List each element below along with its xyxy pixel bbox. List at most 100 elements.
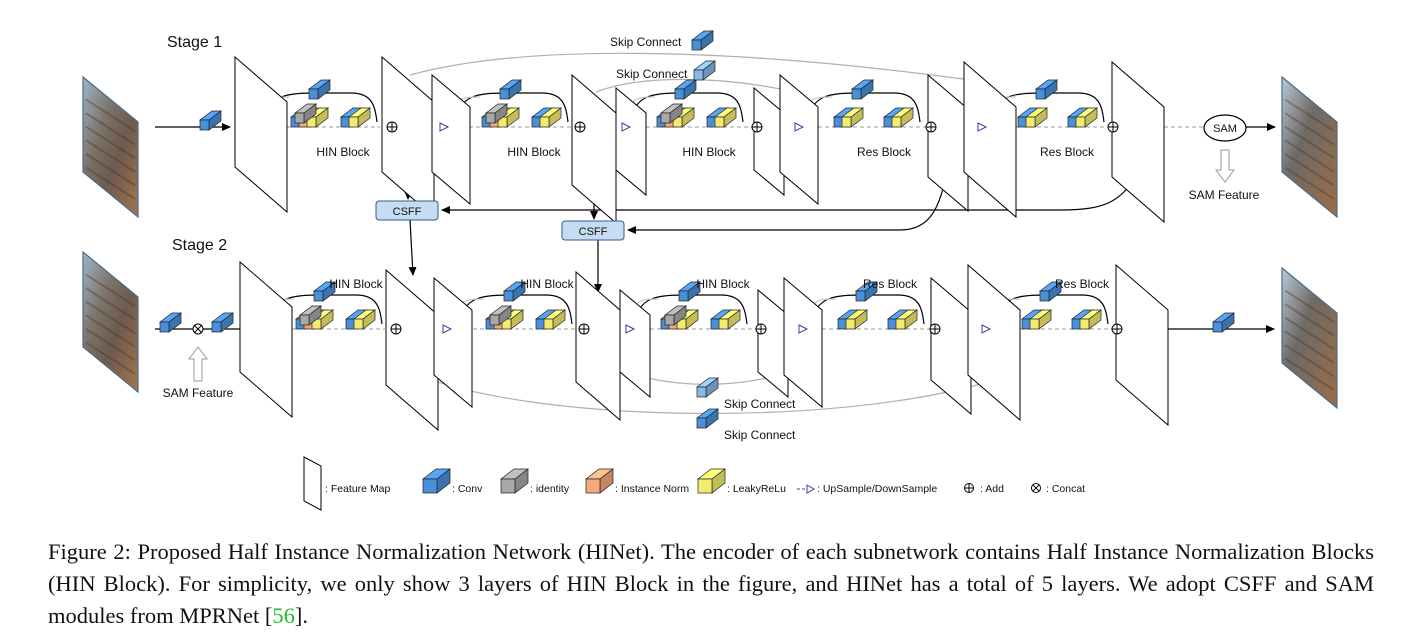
stage1-add-2 [574, 121, 586, 133]
stage2-add-3 [755, 323, 767, 335]
stage1-skip-conv-2 [692, 60, 717, 81]
stage1-res-block-2-conv-top [1034, 79, 1059, 100]
stage2-hin-block-1-relu2 [352, 309, 377, 330]
stage1-hin-block-3-conv-top [673, 79, 698, 100]
stage2-map-3 [433, 276, 473, 409]
stage2-res-block-1-conv-top [854, 281, 879, 302]
stage1-add-5 [1107, 121, 1119, 133]
stage1-hin-block-1 [289, 79, 372, 128]
stage2-head-conv-2 [210, 312, 235, 333]
stage2-res-block-2-conv-top [1038, 281, 1063, 302]
caption-text: Figure 2: Proposed Half Instance Normali… [48, 539, 1374, 628]
stage2-map-5 [619, 288, 651, 399]
stage2-add-5 [1111, 323, 1123, 335]
sam-module: SAM [1203, 114, 1247, 142]
stage2-res-block-1 [836, 281, 919, 330]
legend: : Feature Map : Conv : identity : Instan… [303, 456, 1085, 511]
stage1-hin-block-2-conv-top [498, 79, 523, 100]
stage2-hin-block-1-identity [298, 305, 323, 326]
stage2-input-image [82, 250, 139, 394]
stage1-add-3 [751, 121, 763, 133]
legend-updown-label: : UpSample/DownSample [817, 483, 937, 495]
stage2-head-conv-1 [158, 312, 183, 333]
stage1-skip-curve-1 [409, 52, 986, 85]
stage1-input-image [82, 75, 139, 219]
stage2-block-label-3: HIN Block [696, 277, 750, 291]
stage1-updown-3 [977, 122, 988, 132]
legend-updown: : UpSample/DownSample [797, 483, 937, 495]
stage1-map-8 [927, 73, 969, 213]
stage1-hin-block-2-identity [484, 103, 509, 124]
feature-maps [82, 55, 1338, 432]
stage1-block-label-3: HIN Block [682, 145, 736, 159]
stage2-map-10 [1115, 263, 1169, 427]
stage2-block-label-2: HIN Block [520, 277, 574, 291]
stage1-head-conv [198, 110, 223, 131]
stage1-add-4 [925, 121, 937, 133]
stage2-hin-block-2-identity [488, 305, 513, 326]
stage2-res-block-1-relu1 [844, 309, 869, 330]
stage1-hin-block-3-relu2 [713, 107, 738, 128]
skip-connect-label-bottom-1: Skip Connect [724, 397, 796, 411]
stage1-updown-2 [794, 122, 805, 132]
stage2-hin-block-3-identity [663, 305, 688, 326]
operator-symbols [188, 121, 1235, 382]
stage1-updown-1 [621, 122, 632, 132]
stage1-hin-block-2-relu2 [538, 107, 563, 128]
stage2-hin-block-2-conv-top [502, 281, 527, 302]
legend-conv-label: : Conv [452, 483, 483, 495]
csff-label-2: CSFF [579, 226, 608, 238]
stage2-skip-conv-1 [695, 377, 720, 398]
stage2-updown-3 [981, 324, 992, 334]
stage2-add-2 [578, 323, 590, 335]
legend-instance-norm-label: : Instance Norm [615, 483, 689, 495]
csff-box-1: CSFF [375, 200, 439, 221]
caption-reference[interactable]: 56 [272, 603, 295, 628]
stage1-map-6 [753, 86, 785, 197]
skip-connect-label-bottom-2: Skip Connect [724, 428, 796, 442]
legend-identity-label: : identity [530, 483, 570, 495]
stage1-res-block-2-relu2 [1074, 107, 1099, 128]
stage2-map-9 [967, 263, 1021, 422]
stage2-hin-block-3 [659, 281, 742, 330]
caption-end: ]. [294, 603, 308, 628]
stage2-block-label-5: Res Block [1055, 277, 1110, 291]
stage1-res-block-1 [832, 79, 915, 128]
legend-identity: : identity [499, 468, 570, 495]
legend-leakyrelu: : LeakyReLu [696, 468, 786, 495]
stage1-block-label-2: HIN Block [507, 145, 561, 159]
legend-instance-norm-icon [584, 468, 615, 494]
csff1-out-arrow [408, 219, 417, 276]
stage1-map-7 [779, 73, 819, 206]
stage2-block-label-1: HIN Block [329, 277, 383, 291]
stage2-updown-0 [442, 324, 453, 334]
stage1-map-5 [615, 86, 647, 197]
stage1-updown-0 [439, 122, 450, 132]
stage2-hin-block-2 [484, 281, 567, 330]
legend-instance-norm: : Instance Norm [584, 468, 689, 495]
stage1-hin-block-3 [655, 79, 738, 128]
legend-add-label: : Add [980, 483, 1004, 495]
stage1-hin-block-2 [480, 79, 563, 128]
stage1-add-1 [386, 121, 398, 133]
stage1-hin-block-1-relu2 [347, 107, 372, 128]
stage2-res-block-1-relu2 [894, 309, 919, 330]
stage2-tail-conv [1211, 312, 1236, 333]
figure-caption: Figure 2: Proposed Half Instance Normali… [48, 536, 1374, 632]
sam-feature-arrow-stage2 [188, 346, 208, 382]
stage2-hin-block-3-conv-top [677, 281, 702, 302]
stage1-hin-block-1-identity [293, 103, 318, 124]
stage1-hin-block-1-conv-top [307, 79, 332, 100]
stage2-map-8 [930, 276, 972, 416]
csff-label-1: CSFF [393, 206, 422, 218]
stage1-map-9 [963, 60, 1017, 219]
stage2-concat [192, 323, 204, 335]
sam-feature-label-stage2: SAM Feature [163, 386, 234, 400]
stage2-updown-1 [625, 324, 636, 334]
stage1-map-4 [571, 73, 617, 225]
stage2-map-1 [239, 260, 293, 419]
stage1-block-label-5: Res Block [1040, 145, 1095, 159]
stage2-res-block-2-relu2 [1078, 309, 1103, 330]
